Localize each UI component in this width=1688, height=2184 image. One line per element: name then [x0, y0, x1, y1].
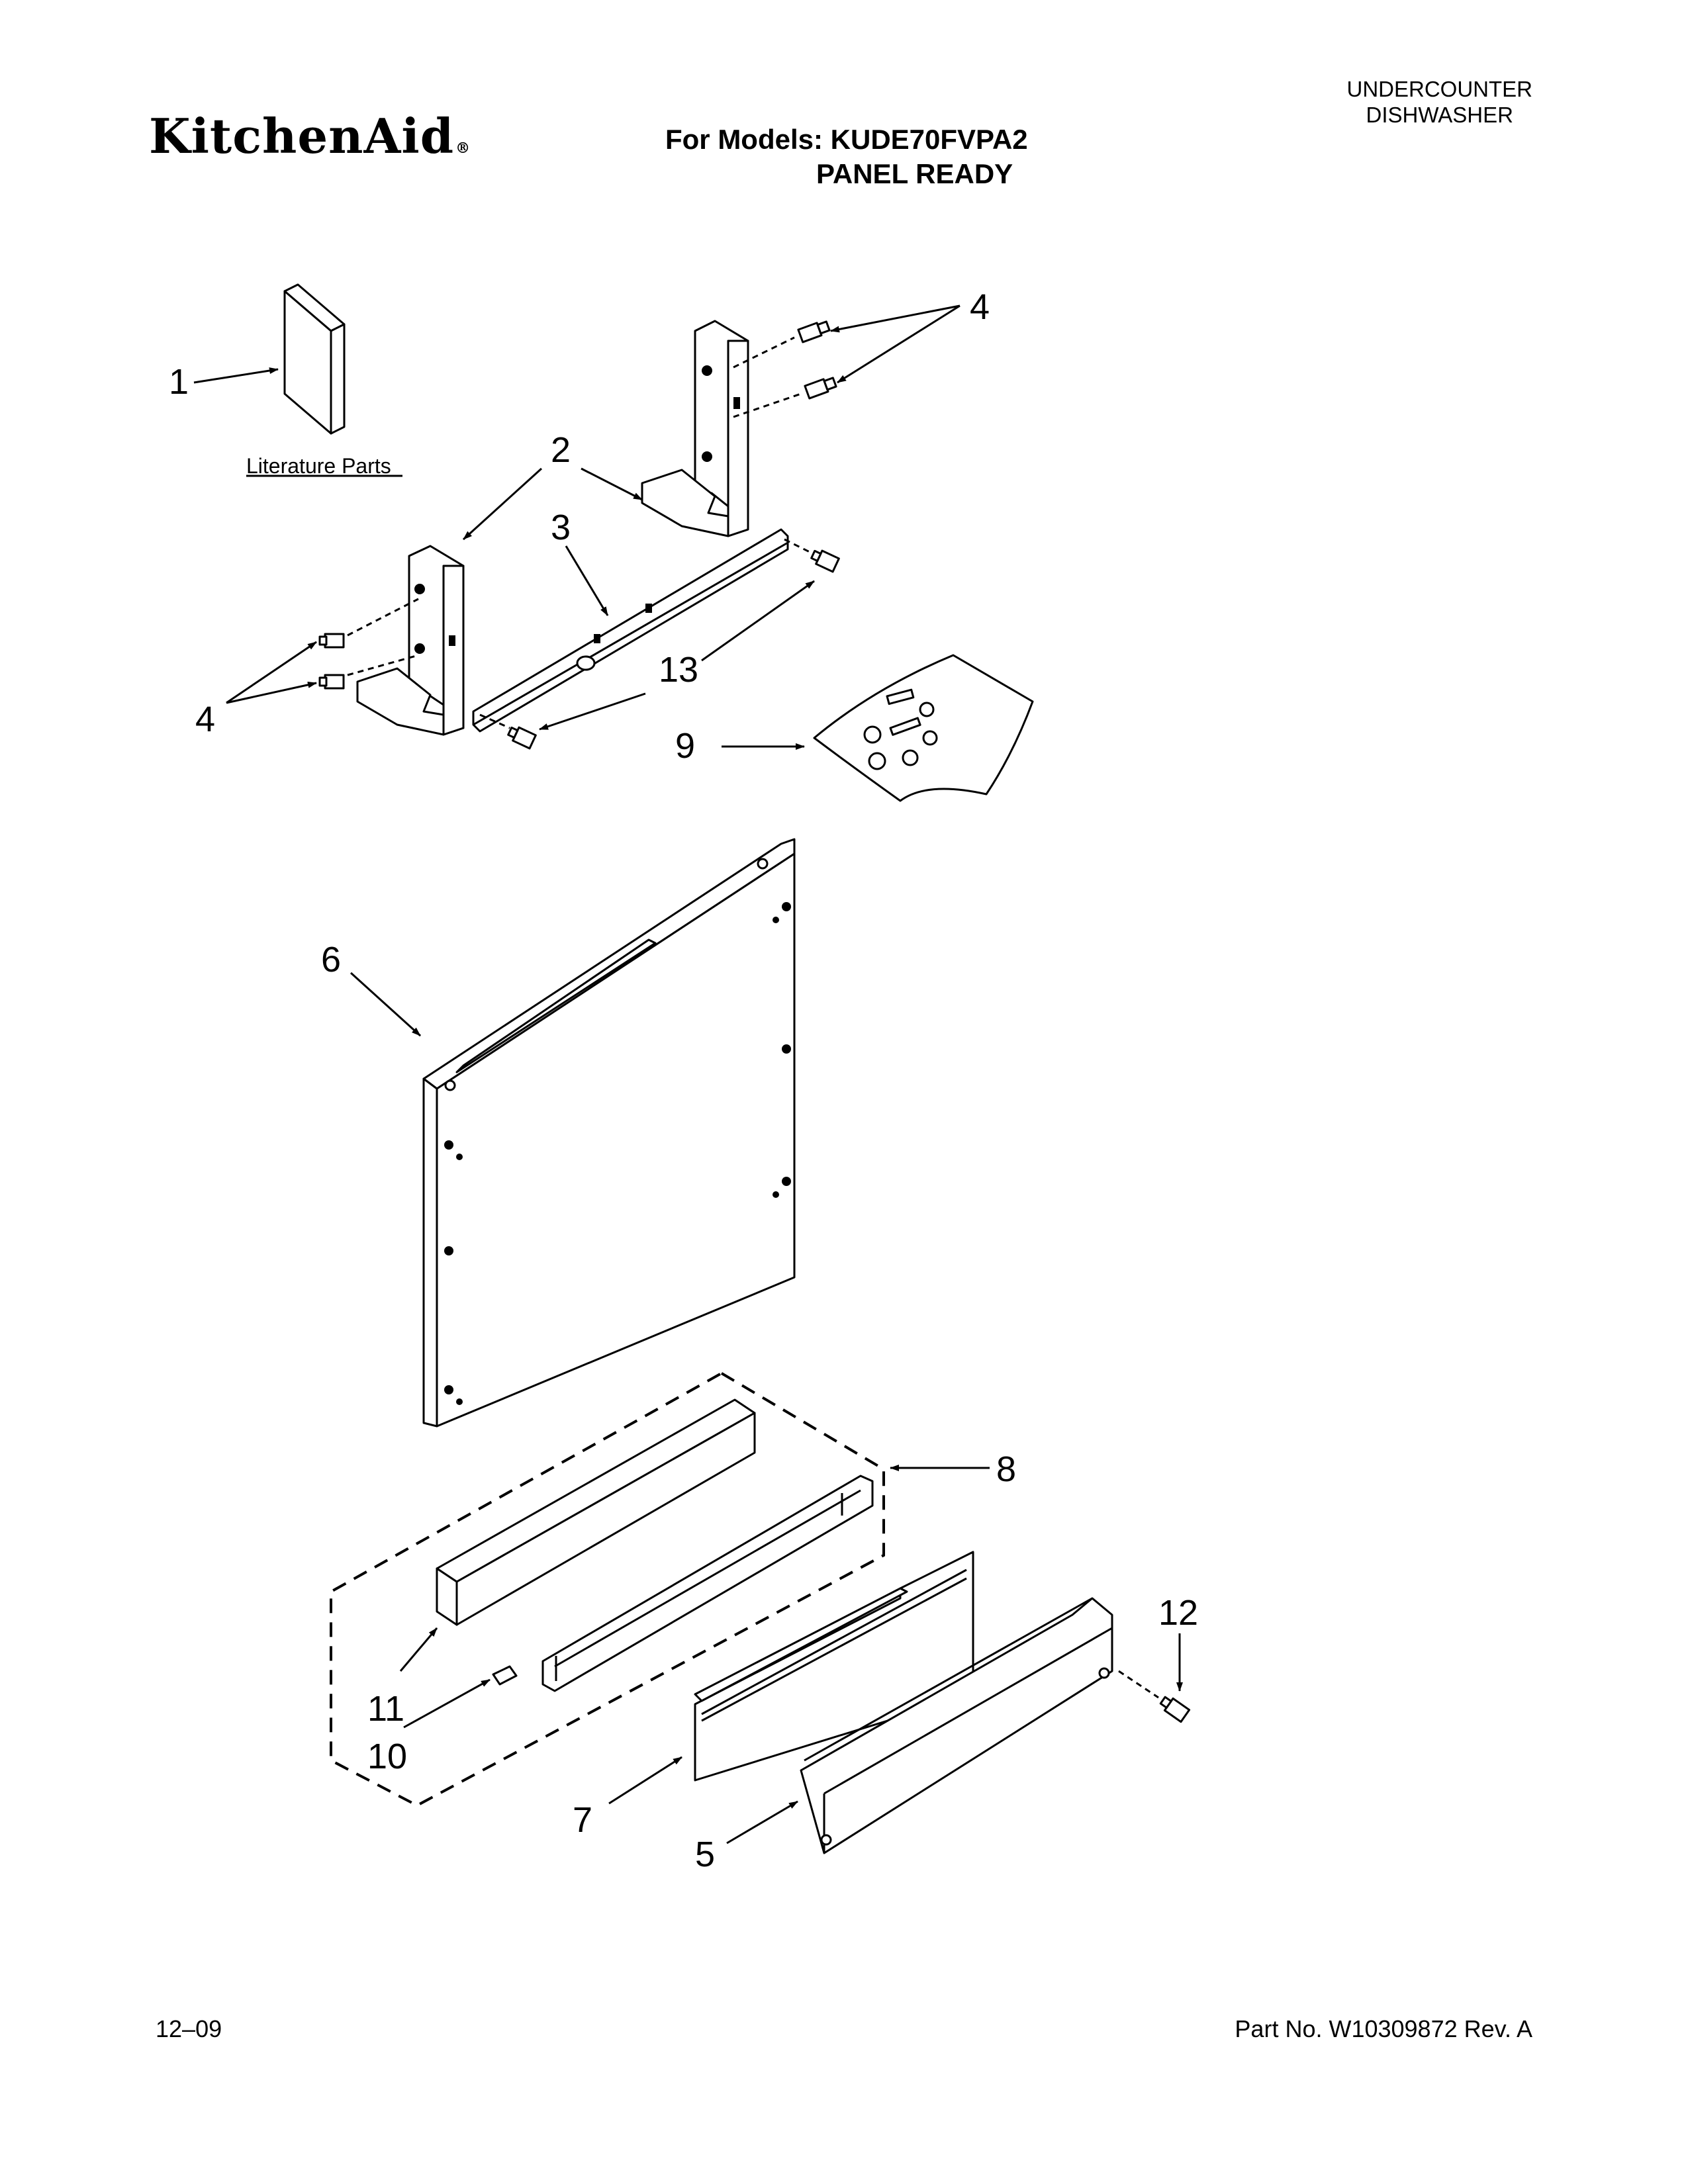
callout-10: 10 [367, 1737, 407, 1776]
retainer-strip [541, 1475, 874, 1692]
right-screws [733, 320, 837, 418]
category-line-1: UNDERCOUNTER [1346, 77, 1533, 101]
callout-1: 1 [169, 362, 189, 402]
parts-bag [813, 654, 1034, 802]
callout-9: 9 [675, 726, 695, 766]
registered-mark: ® [455, 140, 471, 157]
callout-13: 13 [659, 650, 698, 690]
rail-screws [479, 538, 840, 750]
literature-caption: Literature Parts [246, 454, 391, 478]
callout-12: 12 [1158, 1593, 1198, 1633]
callout-5: 5 [695, 1835, 715, 1874]
product-category: UNDERCOUNTER DISHWASHER [1347, 76, 1533, 128]
callout-3: 3 [551, 508, 571, 547]
kick-plate [800, 1597, 1113, 1854]
right-mounting-bracket [641, 320, 749, 537]
model-heading: For Models: KUDE70FVPA2 PANEL READY [665, 122, 1028, 191]
callout-7: 7 [573, 1800, 592, 1840]
category-line-2: DISHWASHER [1366, 103, 1513, 127]
revision-date: 12–09 [156, 2015, 222, 2042]
kick-plate-screw [1118, 1670, 1191, 1723]
callout-11: 11 [367, 1689, 404, 1729]
insulation-foam [436, 1398, 756, 1626]
retainer-clip [492, 1665, 518, 1686]
brand-logo: KitchenAid® [149, 113, 471, 160]
part-number: Part No. W10309872 Rev. A [1235, 2015, 1532, 2042]
upper-door-rail [472, 528, 789, 733]
left-mounting-bracket [356, 545, 465, 736]
literature-booklet [283, 283, 346, 435]
door-panel [422, 838, 796, 1428]
brand-name: KitchenAid [149, 108, 455, 164]
callout-4-right: 4 [970, 287, 990, 327]
callout-2: 2 [551, 430, 571, 470]
callout-8: 8 [996, 1449, 1016, 1489]
left-screws [318, 598, 419, 690]
callout-leader-lines [193, 304, 1183, 1844]
callout-4-left: 4 [195, 700, 215, 739]
models-subtitle: PANEL READY [816, 158, 1013, 189]
callout-6: 6 [321, 940, 341, 979]
toe-panel [694, 1551, 974, 1782]
models-line: For Models: KUDE70FVPA2 [665, 124, 1028, 155]
